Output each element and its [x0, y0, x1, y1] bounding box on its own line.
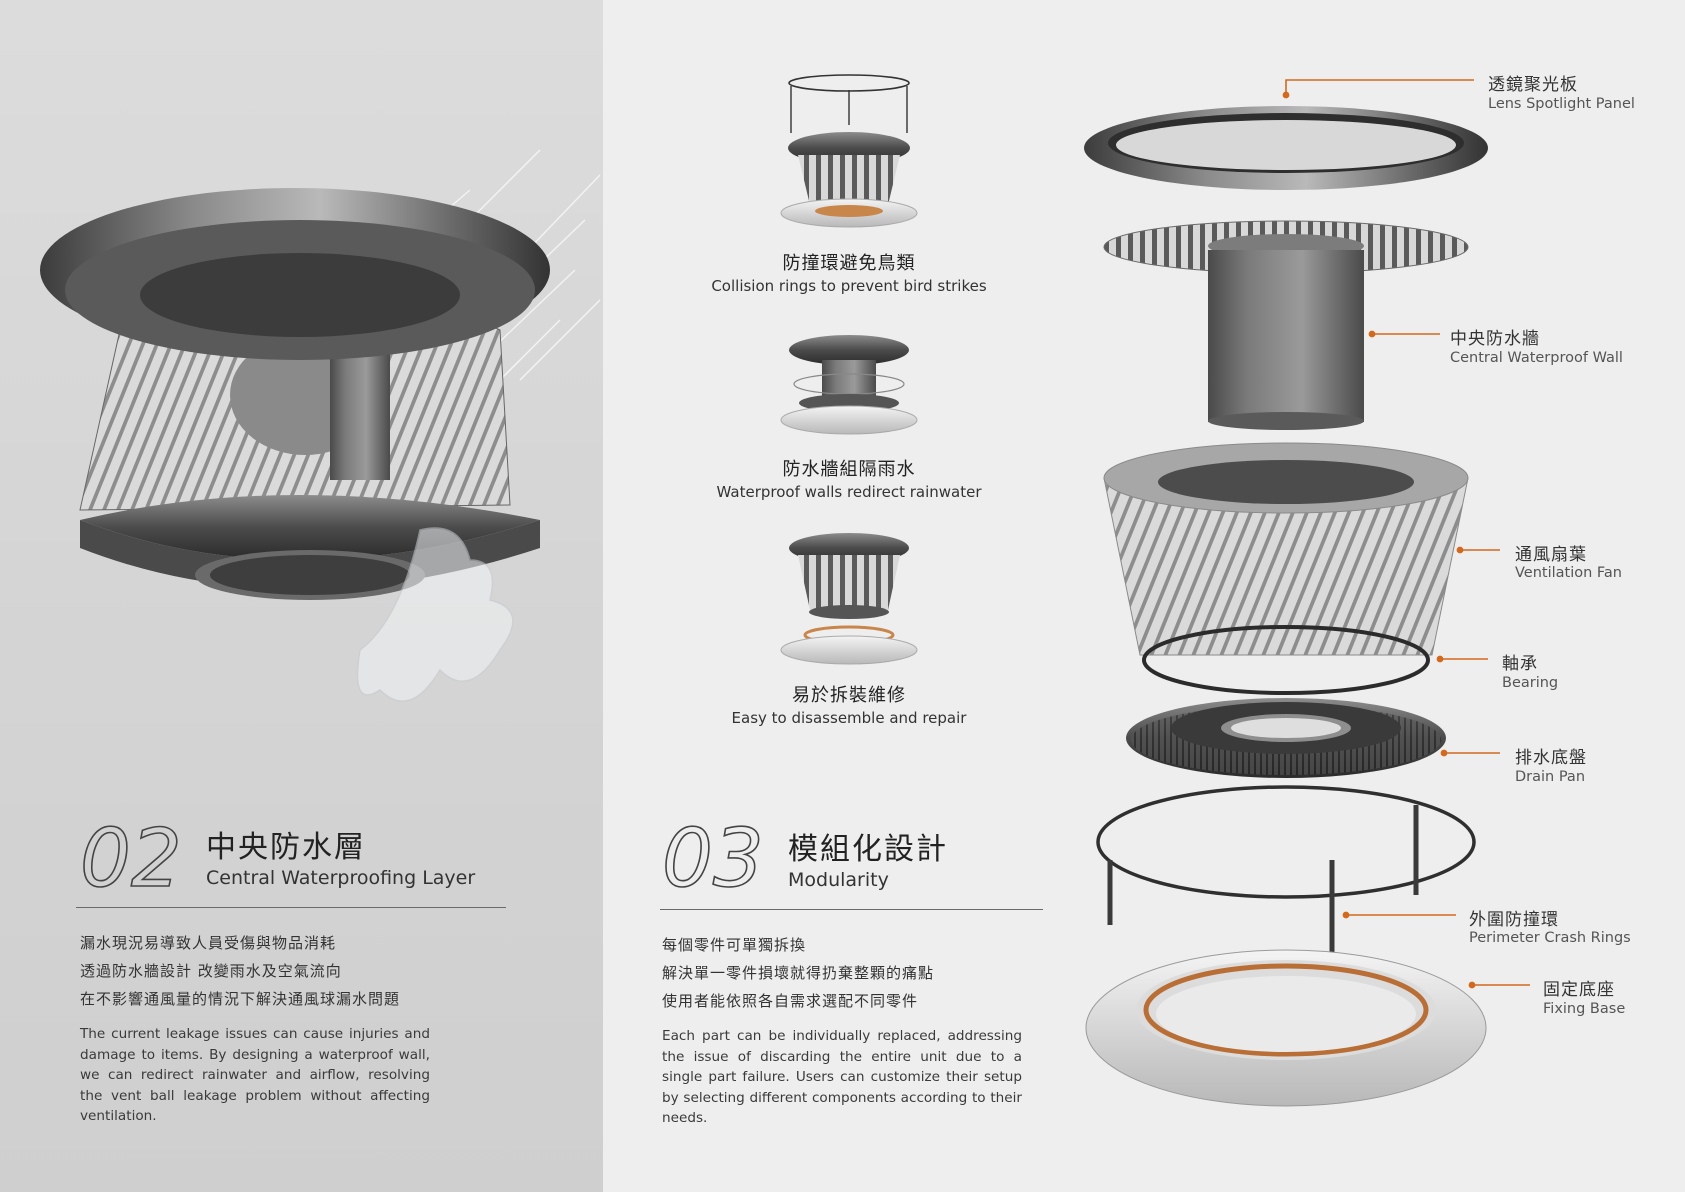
- section03-title-zh: 模組化設計: [788, 832, 948, 867]
- section02-title-zh: 中央防水層: [206, 830, 366, 865]
- section-number-02: 02: [80, 812, 182, 905]
- part-fan-zh: 通風扇葉: [1515, 545, 1587, 565]
- exploded-view: [1084, 106, 1488, 1107]
- section03-zh-line-3: 使用者能依照各自需求選配不同零件: [662, 992, 919, 1010]
- feature-3-en: Easy to disassemble and repair: [731, 709, 967, 727]
- part-lens-panel-en: Lens Spotlight Panel: [1488, 96, 1635, 112]
- feature-3-zh: 易於拆裝維修: [792, 685, 906, 706]
- part-crash-rings-en: Perimeter Crash Rings: [1469, 930, 1631, 946]
- section03-paragraph: Each part can be individually replaced, …: [662, 1028, 1022, 1126]
- section03-divider: [660, 909, 1043, 910]
- part-fixing-base-zh: 固定底座: [1543, 980, 1615, 1000]
- part-waterproof-wall-en: Central Waterproof Wall: [1450, 350, 1623, 366]
- vent-ball-hero: [40, 149, 601, 702]
- unit-waterproof-walls: [780, 335, 918, 435]
- part-crash-rings-zh: 外圍防撞環: [1469, 910, 1559, 930]
- feature-1-en: Collision rings to prevent bird strikes: [711, 277, 987, 295]
- section03-title-en: Modularity: [788, 869, 889, 891]
- unit-collision-rings: [780, 74, 918, 228]
- section02-paragraph: The current leakage issues can cause inj…: [80, 1026, 430, 1124]
- part-bearing-en: Bearing: [1502, 675, 1559, 691]
- feature-2-zh: 防水牆組隔雨水: [782, 459, 916, 480]
- leader-lines: [1282, 79, 1530, 989]
- part-drain-pan-zh: 排水底盤: [1515, 748, 1587, 768]
- section02-divider: [76, 907, 506, 908]
- part-waterproof-wall-zh: 中央防水牆: [1450, 329, 1540, 349]
- part-bearing-zh: 軸承: [1502, 654, 1538, 674]
- section02-title-en: Central Waterproofing Layer: [206, 867, 476, 889]
- unit-easy-repair: [780, 533, 918, 665]
- part-drain-pan-en: Drain Pan: [1515, 769, 1586, 785]
- section-number-03: 03: [662, 812, 764, 905]
- section02-zh-line-2: 透過防水牆設計 改變雨水及空氣流向: [80, 962, 342, 980]
- part-lens-panel-zh: 透鏡聚光板: [1488, 75, 1578, 95]
- section02-zh-line-3: 在不影響通風量的情況下解決通風球漏水問題: [80, 990, 401, 1008]
- feature-2-en: Waterproof walls redirect rainwater: [716, 483, 982, 501]
- part-fan-en: Ventilation Fan: [1515, 565, 1623, 581]
- section03-zh-line-2: 解決單一零件損壞就得扔棄整顆的痛點: [662, 964, 935, 982]
- section02-zh-line-1: 漏水現況易導致人員受傷與物品消耗: [80, 934, 337, 952]
- section03-zh-line-1: 每個零件可單獨拆換: [662, 936, 807, 954]
- part-fixing-base-en: Fixing Base: [1543, 1001, 1626, 1017]
- feature-1-zh: 防撞環避免鳥類: [782, 253, 916, 274]
